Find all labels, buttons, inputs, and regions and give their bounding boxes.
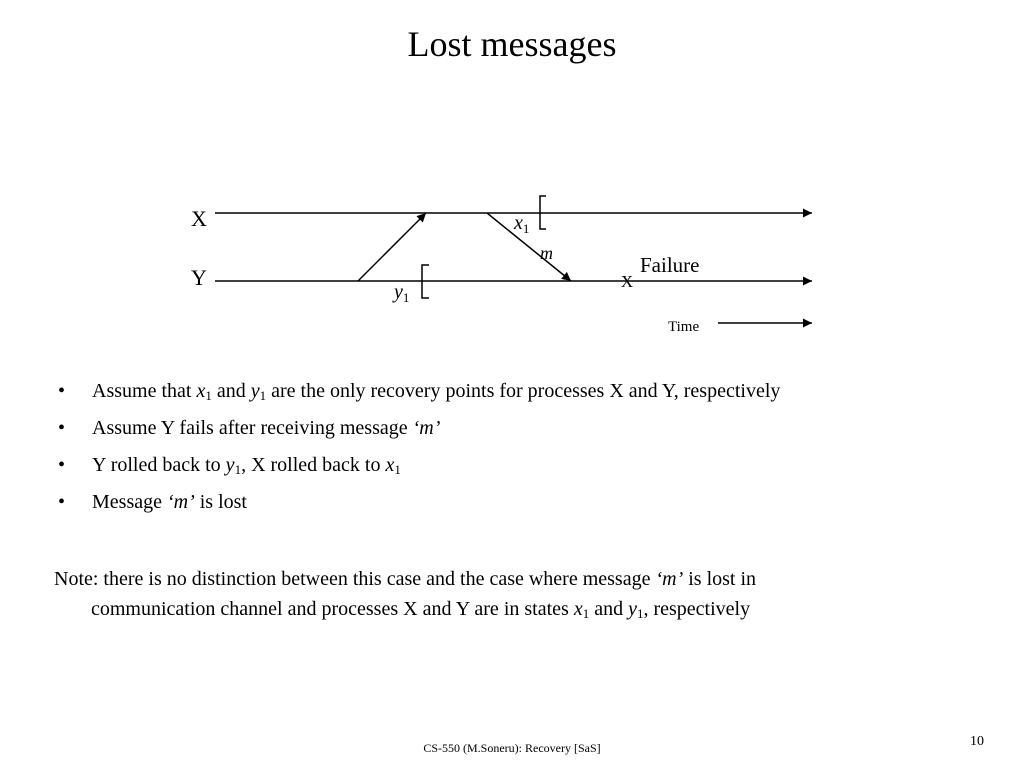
bullet-text: Assume that x1 and y1 are the only recov… <box>92 380 781 403</box>
message-m-arrow <box>486 212 572 282</box>
time-label: Time <box>668 319 699 335</box>
checkpoint-x1-label: x1 <box>513 212 529 236</box>
message-m-label: m <box>540 243 553 263</box>
page-number: 10 <box>970 734 984 749</box>
bullet-item: •Assume that x1 and y1 are the only reco… <box>58 380 781 403</box>
bullet-item: •Assume Y fails after receiving message … <box>58 417 441 439</box>
checkpoint-x1-bracket <box>539 195 546 230</box>
message-y-to-x-arrow <box>357 212 427 282</box>
bullet-list: •Assume that x1 and y1 are the only reco… <box>56 378 780 526</box>
message-diagram: X Y x1 y1 m X Failure Time <box>191 195 812 335</box>
checkpoint-y1-label: y1 <box>392 281 409 305</box>
note-line-1: Note: there is no distinction between th… <box>54 568 757 590</box>
note-paragraph: Note: there is no distinction between th… <box>54 564 974 624</box>
note-line-2: communication channel and processes X an… <box>91 598 751 621</box>
failure-label: Failure <box>640 253 699 277</box>
process-x-label: X <box>191 206 207 231</box>
bullet-item: •Y rolled back to y1, X rolled back to x… <box>58 454 401 477</box>
bullet-text: Assume Y fails after receiving message ‘… <box>92 417 441 439</box>
process-y-label: Y <box>191 265 207 290</box>
checkpoint-y1-bracket <box>421 264 429 299</box>
slide-title: Lost messages <box>407 24 617 64</box>
failure-mark: X <box>621 272 633 291</box>
bullet-text: Y rolled back to y1, X rolled back to x1 <box>92 454 401 477</box>
bullet-text: Message ‘m’ is lost <box>92 491 247 513</box>
slide-footer: CS-550 (M.Soneru): Recovery [SaS] <box>423 741 601 755</box>
bullet-item: •Message ‘m’ is lost <box>58 491 247 513</box>
